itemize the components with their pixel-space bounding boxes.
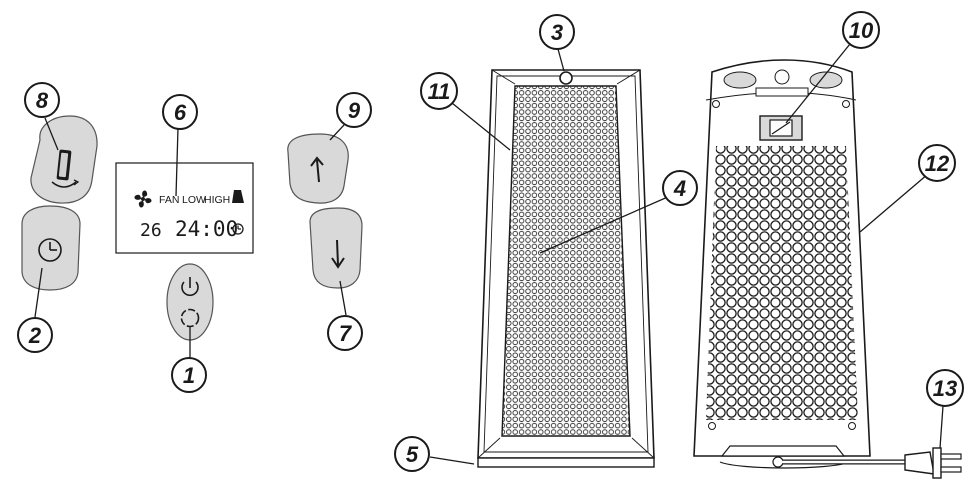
callout-9-number: 9 bbox=[348, 98, 361, 123]
lcd-display: FAN LOW HIGH 26 24:00 bbox=[115, 162, 254, 254]
clock-icon bbox=[38, 238, 62, 262]
callout-2: 2 bbox=[17, 317, 53, 353]
callout-12: 12 bbox=[918, 144, 956, 182]
rear-grille bbox=[706, 146, 858, 420]
callout-11-number: 11 bbox=[428, 79, 451, 104]
callout-6: 6 bbox=[162, 94, 198, 130]
heater-icon bbox=[232, 190, 244, 203]
callout-1-number: 1 bbox=[183, 363, 195, 388]
callout-8-number: 8 bbox=[36, 88, 49, 113]
oscillate-icon bbox=[51, 149, 80, 188]
lcd-temperature: 26 bbox=[140, 220, 162, 241]
base bbox=[477, 457, 655, 468]
callout-3-number: 3 bbox=[551, 20, 563, 45]
callout-7: 7 bbox=[327, 315, 363, 351]
top-indicator bbox=[559, 71, 573, 85]
callout-6-number: 6 bbox=[174, 100, 187, 125]
callout-12-number: 12 bbox=[925, 151, 950, 176]
fan-icon bbox=[134, 190, 152, 208]
cycle-icon bbox=[180, 308, 200, 328]
callout-5: 5 bbox=[394, 436, 430, 472]
callout-13-number: 13 bbox=[933, 376, 957, 401]
callout-9: 9 bbox=[336, 92, 372, 128]
front-grille bbox=[501, 85, 631, 437]
callout-7-number: 7 bbox=[339, 321, 353, 346]
callout-3: 3 bbox=[539, 14, 575, 50]
lcd-clock-icon bbox=[232, 223, 244, 235]
lcd-low-label: LOW bbox=[182, 194, 206, 206]
down-button[interactable] bbox=[309, 207, 363, 289]
power-icon bbox=[181, 277, 199, 297]
callout-5-number: 5 bbox=[406, 442, 419, 467]
callout-13: 13 bbox=[926, 369, 964, 407]
callout-8: 8 bbox=[24, 82, 60, 118]
callout-11: 11 bbox=[420, 72, 458, 110]
power-plug bbox=[904, 447, 962, 479]
lcd-time: 24:00 bbox=[175, 217, 238, 241]
arrow-up-icon bbox=[310, 156, 324, 183]
rear-base-cord-guide bbox=[719, 445, 851, 469]
callout-4: 4 bbox=[662, 170, 698, 206]
callout-2-number: 2 bbox=[28, 323, 42, 348]
rear-switch[interactable] bbox=[759, 115, 803, 141]
arrow-down-icon bbox=[331, 239, 345, 269]
lcd-fan-label: FAN bbox=[159, 194, 179, 206]
timer-button[interactable] bbox=[21, 205, 81, 291]
oscillation-button[interactable] bbox=[30, 115, 98, 204]
leader-lines bbox=[34, 43, 944, 465]
callout-10-number: 10 bbox=[849, 18, 874, 43]
callout-10: 10 bbox=[842, 11, 880, 49]
lcd-high-label: HIGH bbox=[204, 194, 230, 206]
up-button[interactable] bbox=[287, 133, 349, 204]
callout-4-number: 4 bbox=[673, 176, 686, 201]
callout-1: 1 bbox=[171, 357, 207, 393]
